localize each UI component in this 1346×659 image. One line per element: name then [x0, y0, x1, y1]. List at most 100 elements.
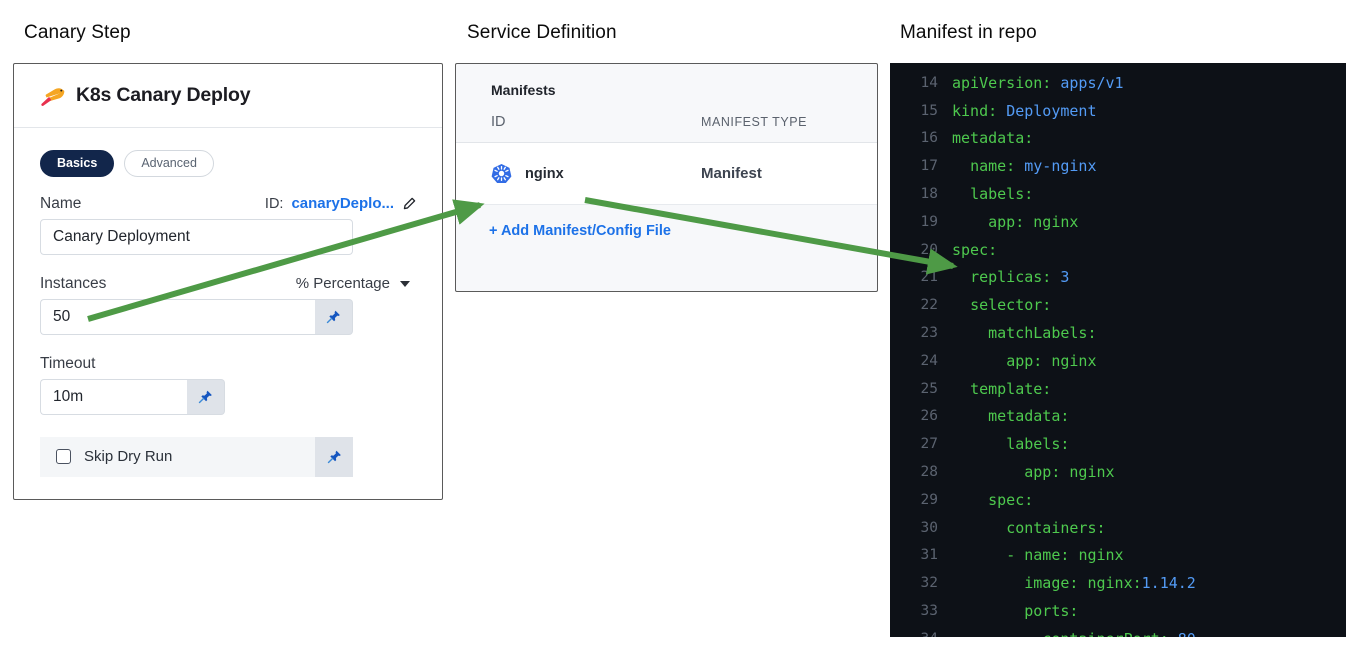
timeout-field-label: Timeout: [40, 354, 96, 372]
timeout-input-combo: 10m: [40, 378, 225, 415]
name-input[interactable]: Canary Deployment: [40, 218, 353, 255]
code-line-number: 18: [920, 186, 938, 203]
canary-bird-icon: [41, 87, 65, 106]
code-line: 33 ports:: [890, 597, 1346, 625]
canary-card-title: K8s Canary Deploy: [76, 84, 251, 106]
code-line-text: labels:: [1006, 435, 1070, 454]
code-line: 22 selector:: [890, 291, 1346, 319]
step-id-value[interactable]: canaryDeplo...: [291, 195, 394, 212]
code-line-number: 20: [920, 241, 938, 258]
code-line-number: 16: [920, 130, 938, 147]
instances-field-label: Instances: [40, 274, 107, 292]
code-line-text: metadata:: [952, 129, 1034, 148]
code-line-text: selector:: [970, 296, 1052, 315]
code-line-number: 17: [920, 158, 938, 175]
instances-unit-label: % Percentage: [295, 275, 390, 292]
name-field-label: Name: [40, 194, 82, 212]
code-line-number: 15: [920, 102, 938, 119]
code-line-text: name: my-nginx: [970, 157, 1097, 176]
canary-card-body: Basics Advanced Name ID: canaryDeplo... …: [14, 128, 442, 499]
code-line-number: 33: [920, 603, 938, 620]
tab-basics[interactable]: Basics: [40, 150, 115, 177]
code-line: 24 app: nginx: [890, 347, 1346, 375]
name-field-header: Name ID: canaryDeplo...: [40, 195, 416, 213]
service-definition-card: Manifests ID MANIFEST TYPE: [455, 63, 878, 292]
manifest-id-text: nginx: [525, 165, 564, 182]
canary-tabs: Basics Advanced: [40, 150, 416, 177]
code-line: 20 spec:: [890, 236, 1346, 264]
code-line: 32 image: nginx:1.14.2: [890, 569, 1346, 597]
pin-icon: [198, 390, 212, 404]
code-line: 27 labels:: [890, 430, 1346, 458]
timeout-pin-button[interactable]: [187, 378, 225, 415]
code-line-number: 25: [920, 380, 938, 397]
manifests-table: ID MANIFEST TYPE: [456, 114, 877, 205]
code-line-number: 31: [920, 547, 938, 564]
add-manifest-config-file-link[interactable]: + Add Manifest/Config File: [489, 223, 671, 239]
chevron-down-icon: [400, 280, 410, 287]
code-line-text: apiVersion: apps/v1: [952, 73, 1124, 92]
pencil-icon[interactable]: [402, 197, 416, 211]
column-header-id: ID: [491, 114, 506, 130]
code-line-number: 30: [920, 519, 938, 536]
timeout-field-header: Timeout: [40, 355, 416, 373]
section-title-manifest-in-repo: Manifest in repo: [900, 22, 1037, 43]
code-line-text: spec:: [952, 240, 998, 259]
code-line-number: 26: [920, 408, 938, 425]
code-line: 15 kind: Deployment: [890, 97, 1346, 125]
manifest-id-cell: nginx: [491, 163, 701, 184]
code-line-text: app: nginx: [1024, 463, 1115, 482]
table-row[interactable]: nginx Manifest: [456, 143, 877, 205]
code-line-number: 24: [920, 352, 938, 369]
code-line-number: 23: [920, 325, 938, 342]
code-line: 17 name: my-nginx: [890, 152, 1346, 180]
code-line-text: image: nginx:1.14.2: [1024, 574, 1196, 593]
code-line-text: ports:: [1024, 602, 1079, 621]
instances-field-group: Instances % Percentage 50: [40, 275, 416, 335]
pin-icon: [327, 450, 341, 464]
section-title-service-definition: Service Definition: [467, 22, 617, 43]
instances-pin-button[interactable]: [315, 298, 353, 335]
step-id-prefix: ID:: [264, 195, 284, 212]
name-field-group: Name ID: canaryDeplo... Canary Deploymen…: [40, 195, 416, 255]
tab-advanced[interactable]: Advanced: [124, 150, 214, 177]
code-line-text: template:: [970, 379, 1052, 398]
code-line-text: app: nginx: [1006, 351, 1097, 370]
code-line: 25 template:: [890, 375, 1346, 403]
skip-dry-run-checkbox[interactable]: [56, 449, 71, 464]
instances-unit-select[interactable]: % Percentage: [296, 275, 410, 292]
skip-dry-run-label: Skip Dry Run: [84, 448, 173, 465]
section-title-canary-step: Canary Step: [24, 22, 131, 43]
code-line: 21 replicas: 3: [890, 264, 1346, 292]
instances-field-header: Instances % Percentage: [40, 275, 416, 293]
manifest-type-cell: Manifest: [701, 165, 762, 182]
code-line-text: labels:: [970, 185, 1034, 204]
code-line-text: app: nginx: [988, 212, 1079, 231]
code-line-number: 14: [920, 74, 938, 91]
code-line-number: 27: [920, 436, 938, 453]
canary-step-card: K8s Canary Deploy Basics Advanced Name I…: [13, 63, 443, 500]
code-line-text: containers:: [1006, 518, 1106, 537]
code-line-number: 34: [890, 631, 952, 637]
code-line-number: 29: [920, 491, 938, 508]
timeout-input[interactable]: 10m: [40, 378, 187, 415]
skip-dry-run-pin-button[interactable]: [315, 436, 353, 477]
kubernetes-icon: [491, 164, 512, 183]
code-line: 29 spec:: [890, 486, 1346, 514]
code-line-text: kind: Deployment: [952, 101, 1097, 120]
code-line: 34 - containerPort: 80: [890, 625, 1346, 637]
code-line: 18 labels:: [890, 180, 1346, 208]
code-line: 14 apiVersion: apps/v1: [890, 69, 1346, 97]
pin-icon: [326, 310, 340, 324]
code-line: 31 - name: nginx: [890, 542, 1346, 570]
column-header-type: MANIFEST TYPE: [701, 115, 808, 129]
step-id-display: ID: canaryDeplo...: [265, 195, 416, 212]
code-line-text: matchLabels:: [988, 324, 1097, 343]
canary-card-header: K8s Canary Deploy: [14, 64, 442, 128]
code-line-text: spec:: [988, 490, 1034, 509]
skip-dry-run-row[interactable]: Skip Dry Run: [40, 436, 353, 477]
code-line: 23 matchLabels:: [890, 319, 1346, 347]
instances-input[interactable]: 50: [40, 298, 315, 335]
code-line-number: 19: [920, 213, 938, 230]
